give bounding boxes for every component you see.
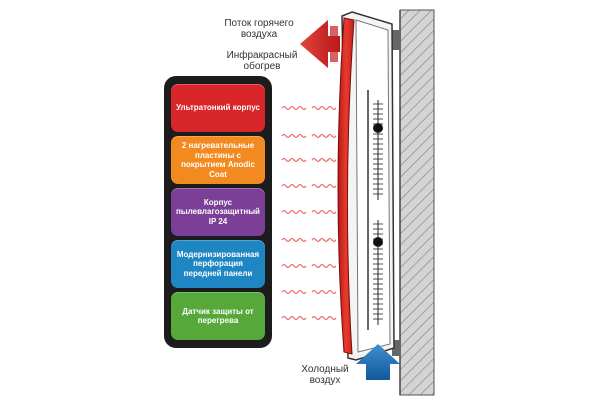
cold-air-label-line1: Холодный (301, 364, 349, 375)
wall-bracket (392, 30, 400, 356)
infrared-wave (311, 157, 337, 163)
cold-air-arrow (356, 344, 400, 380)
cold-air-label: Холодный воздух (296, 364, 354, 386)
infrared-wave (281, 315, 307, 321)
infrared-wave (311, 315, 337, 321)
infrared-wave (281, 105, 307, 111)
infrared-wave (281, 209, 307, 215)
infrared-wave (281, 263, 307, 269)
infrared-wave (281, 237, 307, 243)
feature-tile-ip24: Корпус пылевлагозащитный IP 24 (171, 188, 265, 236)
hot-air-label: Поток горячего воздуха (212, 18, 306, 40)
infrared-wave (311, 289, 337, 295)
infrared-wave (281, 133, 307, 139)
infrared-wave (311, 183, 337, 189)
infrared-label: Инфракрасный обогрев (222, 50, 302, 72)
infrared-wave (281, 289, 307, 295)
infrared-wave (311, 209, 337, 215)
hot-air-arrow (300, 20, 340, 68)
infrared-waves (281, 105, 337, 321)
infrared-label-line1: Инфракрасный (226, 50, 298, 61)
infrared-wave (311, 237, 337, 243)
infrared-wave (281, 183, 307, 189)
infrared-wave (311, 263, 337, 269)
infrared-label-line2: обогрев (243, 61, 281, 72)
features-panel: Ультратонкий корпус 2 нагревательные пла… (164, 76, 272, 348)
infrared-wave (311, 105, 337, 111)
heater-front-panel (337, 17, 355, 355)
feature-tile-ultrathin: Ультратонкий корпус (171, 84, 265, 132)
heating-plate-lower (373, 220, 383, 325)
cold-air-label-line2: воздух (309, 375, 341, 386)
feature-tile-perforation: Модернизированная перфорация передней па… (171, 240, 265, 288)
heating-plate-upper (373, 100, 383, 200)
feature-tile-overheat-sensor: Датчик защиты от перегрева (171, 292, 265, 340)
feature-tile-heating-plates: 2 нагревательные пластины с покрытием An… (171, 136, 265, 184)
wall (399, 9, 435, 396)
infrared-wave (311, 133, 337, 139)
hot-air-label-line2: воздуха (240, 29, 278, 40)
hot-air-label-line1: Поток горячего (224, 18, 294, 29)
infrared-wave (281, 157, 307, 163)
